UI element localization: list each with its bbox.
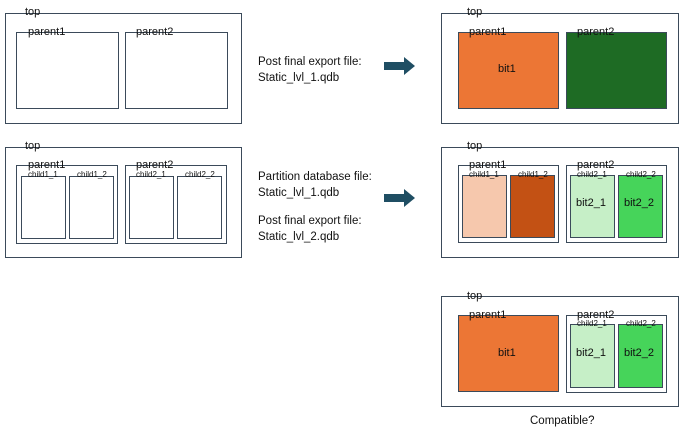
top-box-row2-left — [5, 147, 242, 258]
bit2-1-label: bit2_1 — [576, 347, 606, 359]
bit1-label: bit1 — [498, 347, 516, 359]
child2-1-region — [570, 324, 615, 388]
parent2-label: parent2 — [577, 309, 615, 321]
parent1-label: parent1 — [469, 309, 507, 321]
parent1-label: parent1 — [28, 26, 66, 38]
right-arrow-icon — [384, 189, 415, 207]
bit2-2-label: bit2_2 — [624, 197, 654, 209]
child2-1-region — [570, 175, 615, 238]
child2-2-region — [618, 324, 663, 388]
row2-caption: Partition database file: Static_lvl_1.qd… — [258, 170, 372, 245]
row1-caption: Post final export file: Static_lvl_1.qdb — [258, 55, 362, 86]
parent1-region-bit1 — [458, 32, 559, 109]
top-box-row1-right — [441, 13, 679, 124]
top-label: top — [467, 6, 483, 18]
arrow-shape — [384, 189, 415, 207]
child2-1-box — [129, 176, 174, 239]
child2-1-label: child2_1 — [577, 170, 607, 179]
bit1-label: bit1 — [498, 63, 516, 75]
parent2-label: parent2 — [577, 26, 615, 38]
child2-2-label: child2_2 — [626, 170, 656, 179]
caption-line: Static_lvl_1.qdb — [258, 186, 340, 199]
child1-1-label: child1_1 — [469, 170, 499, 179]
parent1-region-bit1 — [458, 315, 559, 392]
top-label: top — [467, 290, 483, 302]
caption-line: Static_lvl_1.qdb — [258, 71, 340, 84]
child1-2-label: child1_2 — [77, 170, 107, 179]
parent2-box — [566, 165, 667, 243]
caption-line: Post final export file: — [258, 215, 362, 228]
child2-2-region — [618, 175, 663, 238]
top-label: top — [25, 140, 41, 152]
right-arrow-icon — [384, 57, 415, 75]
bit2-2-label: bit2_2 — [624, 347, 654, 359]
caption-line: Partition database file: — [258, 171, 372, 183]
parent2-box — [566, 315, 667, 393]
child1-2-box — [69, 176, 114, 239]
child1-2-label: child1_2 — [518, 170, 548, 179]
arrow-shape — [384, 57, 415, 75]
caption-line: Post final export file: — [258, 56, 362, 68]
top-box-row3-right — [441, 296, 679, 407]
child1-1-region — [462, 175, 507, 238]
top-label: top — [25, 6, 41, 18]
parent2-box — [125, 165, 227, 244]
parent2-region — [566, 32, 667, 109]
child2-2-box — [177, 176, 222, 239]
parent1-label: parent1 — [28, 159, 66, 171]
compatible-question: Compatible? — [530, 415, 595, 427]
child1-1-box — [21, 176, 66, 239]
parent1-box — [16, 32, 119, 109]
top-box-row2-right — [441, 147, 679, 258]
parent2-label: parent2 — [136, 26, 174, 38]
parent1-box — [458, 165, 559, 243]
top-box-row1-left — [5, 13, 242, 124]
parent2-box — [125, 32, 228, 109]
child2-2-label: child2_2 — [626, 319, 656, 328]
child2-2-label: child2_2 — [185, 170, 215, 179]
parent1-label: parent1 — [469, 26, 507, 38]
child2-1-label: child2_1 — [136, 170, 166, 179]
parent2-label: parent2 — [136, 159, 174, 171]
parent1-box — [16, 165, 118, 244]
child1-2-region — [510, 175, 555, 238]
child1-1-label: child1_1 — [28, 170, 58, 179]
child2-1-label: child2_1 — [577, 319, 607, 328]
bit2-1-label: bit2_1 — [576, 197, 606, 209]
caption-line: Static_lvl_2.qdb — [258, 230, 340, 243]
top-label: top — [467, 140, 483, 152]
parent1-label: parent1 — [469, 159, 507, 171]
parent2-label: parent2 — [577, 159, 615, 171]
